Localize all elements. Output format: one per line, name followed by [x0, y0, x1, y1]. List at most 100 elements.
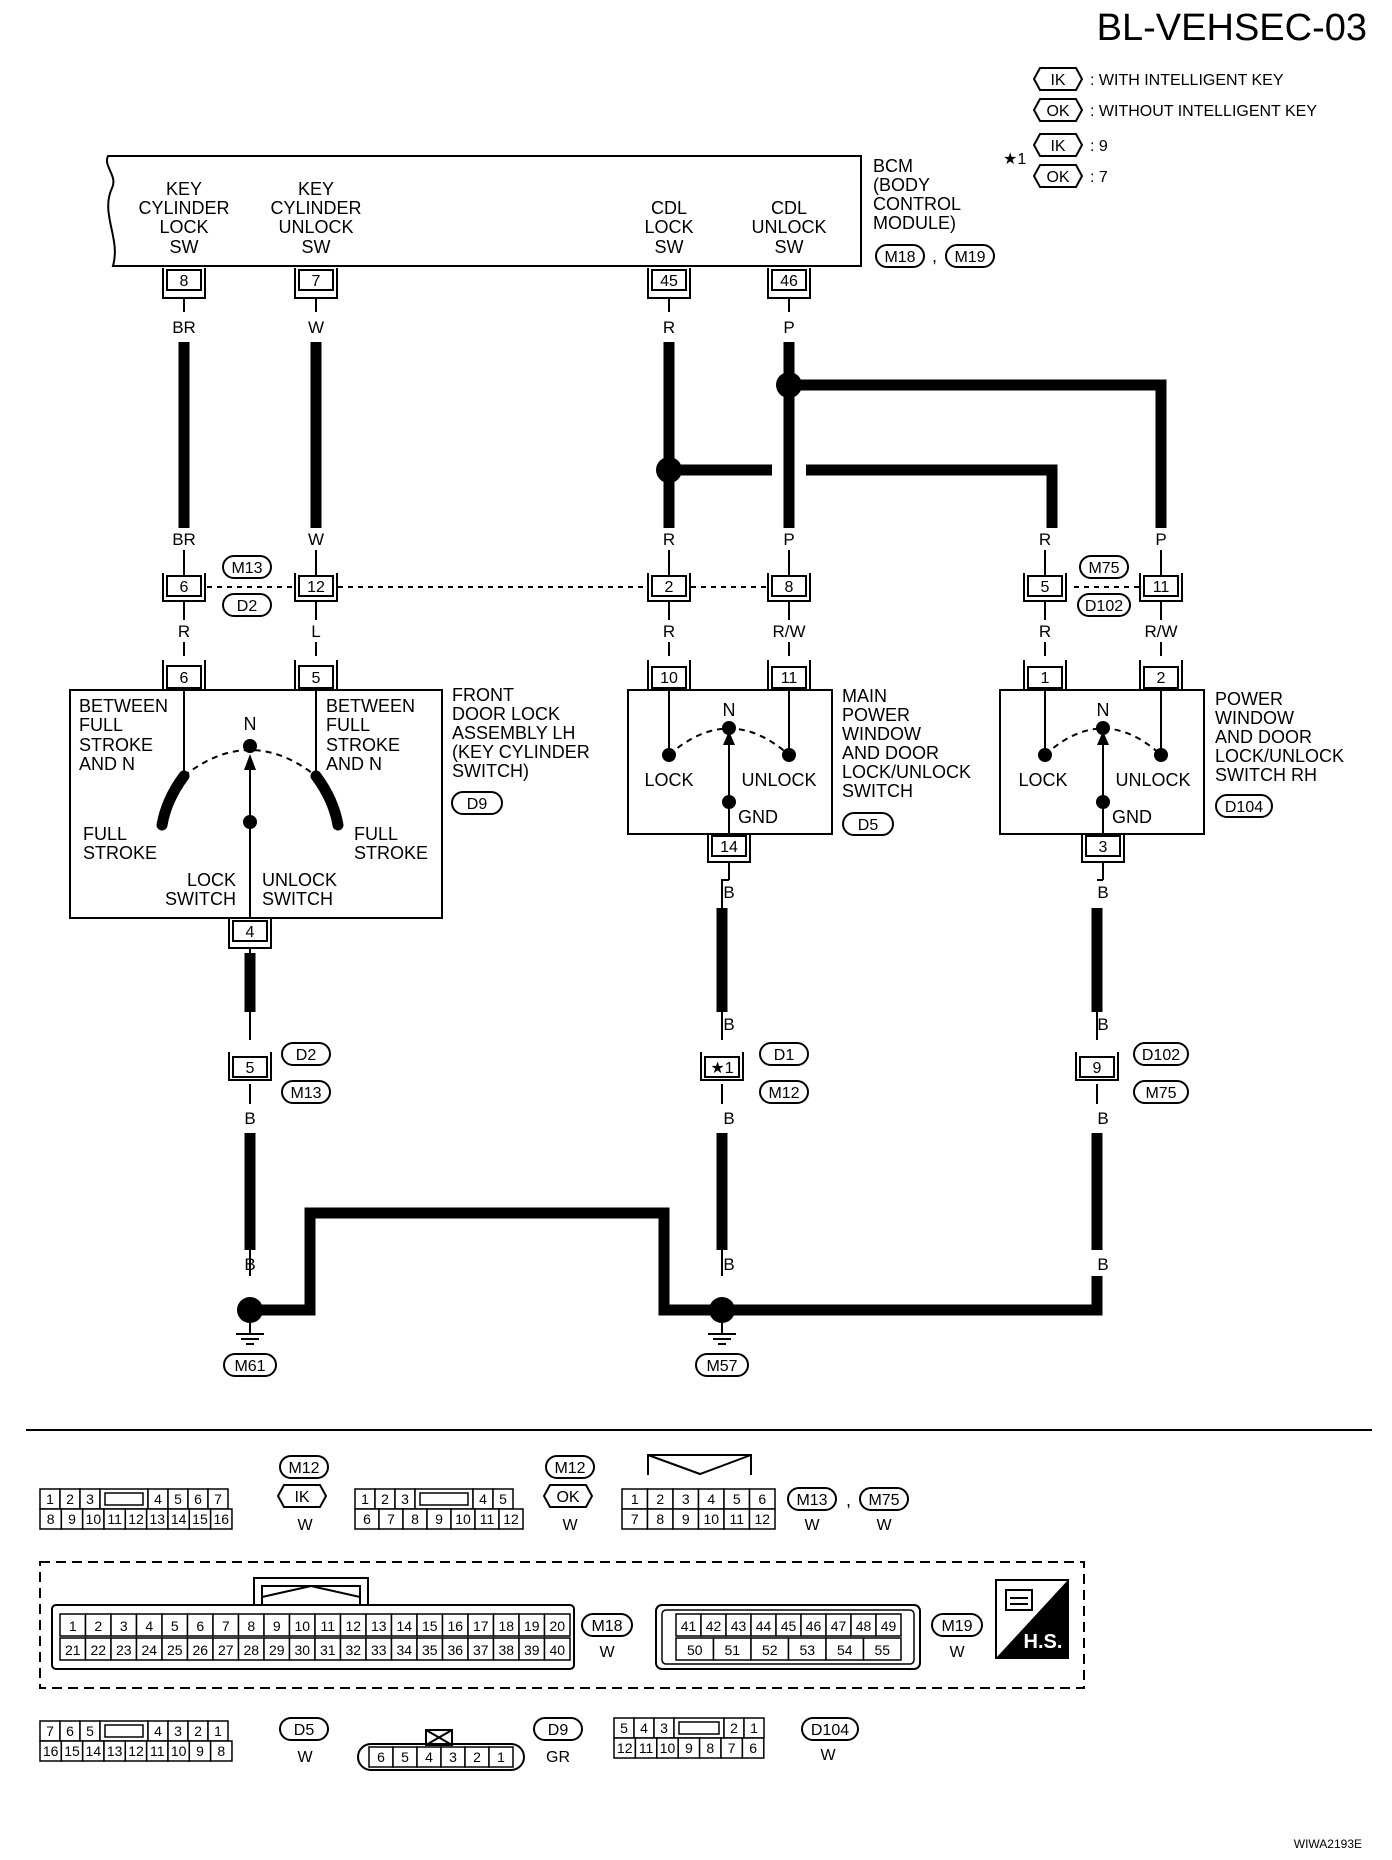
svg-text:M13: M13	[290, 1085, 321, 1102]
svg-text:BR: BR	[172, 318, 196, 337]
connector-pin-number: 1	[69, 1618, 77, 1634]
joint-tag-d102: D102	[1077, 593, 1131, 617]
bcm-connector-separator: ,	[932, 246, 937, 266]
connector-view-m12-ik-ik-tag: IK	[277, 1484, 327, 1508]
connector-pin-number: 8	[47, 1511, 55, 1527]
svg-text:B: B	[723, 1015, 734, 1034]
svg-text:B: B	[658, 1255, 669, 1274]
connector-pin-number: 49	[881, 1618, 897, 1634]
connector-pin-number: 4	[154, 1491, 162, 1507]
connector-pin-number: 9	[273, 1618, 281, 1634]
svg-text:P: P	[1155, 530, 1166, 549]
connector-pin-number: 6	[196, 1618, 204, 1634]
svg-text:M19: M19	[941, 1618, 972, 1635]
connector-pin-number: 43	[731, 1618, 747, 1634]
legend-ik-label: IK	[1050, 72, 1065, 89]
connector-pin-number: 54	[837, 1642, 853, 1658]
rh-switch-lock: LOCK	[1018, 770, 1067, 790]
connector-pin-number: 32	[345, 1642, 361, 1658]
connector-pin-number: 11	[480, 1511, 495, 1527]
joint-pin-6: 6	[162, 573, 206, 602]
bcm-connector-m18-tag: M18	[875, 244, 925, 268]
connector-pin-number: 3	[86, 1491, 94, 1507]
joint-pin-11: 11	[1139, 573, 1183, 602]
connector-pin-number: 25	[167, 1642, 183, 1658]
connector-pin-number: 4	[479, 1491, 487, 1507]
connector-pin-number: 12	[128, 1743, 144, 1759]
rh-switch-pin-3: 3	[1099, 839, 1108, 856]
connector-pin-number: 15	[64, 1743, 80, 1759]
front-door-n: N	[244, 714, 257, 734]
bcm-pin-7: 7	[294, 268, 338, 299]
connector-view-m13-color: W	[804, 1517, 820, 1534]
connector-pin-number: 10	[660, 1740, 676, 1756]
svg-text:D9: D9	[548, 1722, 569, 1739]
connector-pin-number: 8	[656, 1511, 664, 1527]
note-ik-value: : 9	[1090, 138, 1108, 155]
connector-view-m18-latch-icon	[253, 1577, 369, 1605]
rh-switch-n: N	[1097, 700, 1110, 720]
connector-pin-number: 3	[401, 1491, 409, 1507]
front-door-connector-tag: D9	[451, 791, 503, 815]
svg-text:R: R	[663, 318, 675, 337]
figure-code: WIWA2193E	[1294, 1837, 1362, 1851]
connector-cell	[209, 1740, 233, 1762]
connector-pin-number: 37	[473, 1642, 489, 1658]
connector-pin-number: 5	[733, 1491, 741, 1507]
bcm-connector-m19-tag: M19	[945, 244, 995, 268]
bcm-pin-stubs	[183, 298, 790, 312]
connector-pin-number: 11	[107, 1511, 122, 1527]
svg-text:M18: M18	[884, 249, 915, 266]
legend: IK : WITH INTELLIGENT KEY OK : WITHOUT I…	[1003, 67, 1317, 188]
connector-pin-number: 5	[171, 1618, 179, 1634]
connector-pin-number: 4	[425, 1749, 433, 1765]
hs-badge-label: H.S.	[1024, 1631, 1063, 1653]
connector-pin-number: 11	[320, 1618, 335, 1634]
connector-pin-number: 48	[856, 1618, 872, 1634]
connector-pin-number: 2	[730, 1720, 738, 1736]
svg-text:M75: M75	[1145, 1085, 1176, 1102]
svg-text:P: P	[783, 318, 794, 337]
legend-ok-tag: OK	[1033, 98, 1083, 122]
note-ik-label: IK	[1050, 138, 1065, 155]
connector-pin-number: 1	[361, 1491, 369, 1507]
ground-label-m57: M57	[706, 1358, 737, 1375]
connector-pin-number: 7	[728, 1740, 736, 1756]
connector-cell	[748, 1508, 776, 1530]
connector-pin-number: 5	[401, 1749, 409, 1765]
svg-text:D104: D104	[811, 1722, 849, 1739]
connector-pin-number: 51	[724, 1642, 740, 1658]
svg-text:B: B	[244, 1255, 255, 1274]
connector-pin-number: 13	[150, 1511, 166, 1527]
connector-pin-number: 10	[294, 1618, 310, 1634]
connector-cell	[488, 1746, 514, 1768]
svg-text:2: 2	[665, 579, 674, 596]
svg-text:6: 6	[180, 579, 189, 596]
connector-pin-number: 10	[455, 1511, 471, 1527]
connector-pin-number: 11	[150, 1743, 165, 1759]
note-ok-value: : 7	[1090, 169, 1108, 186]
connector-pin-number: 47	[831, 1618, 847, 1634]
connector-pin-number: 5	[86, 1723, 94, 1739]
svg-text:M19: M19	[954, 249, 985, 266]
svg-text:B: B	[244, 1109, 255, 1128]
connector-pin-number: 11	[729, 1511, 744, 1527]
svg-text:R: R	[1039, 530, 1051, 549]
svg-text:5: 5	[246, 1060, 255, 1077]
ground-joint-left: 5	[228, 1052, 272, 1081]
connector-pin-number: 9	[196, 1743, 204, 1759]
connector-pin-number: 10	[171, 1743, 187, 1759]
connector-pin-number: 6	[66, 1723, 74, 1739]
connector-view-d9-tag: D9	[533, 1717, 583, 1741]
connector-pin-number: 45	[781, 1618, 797, 1634]
joint-pin-5: 5	[1023, 573, 1067, 602]
